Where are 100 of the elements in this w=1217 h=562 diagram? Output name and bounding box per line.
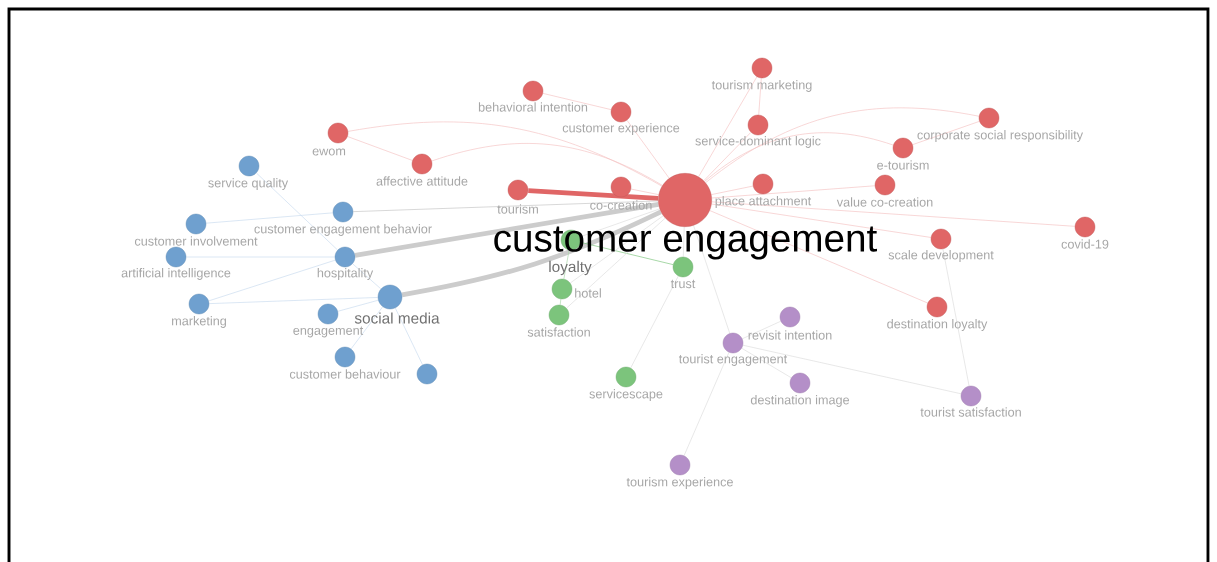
node-circle	[722, 332, 744, 354]
edge-line	[559, 298, 562, 306]
node-label: hospitality	[317, 268, 374, 280]
node-circle	[165, 246, 187, 268]
edge-line	[742, 320, 781, 340]
node-circle	[892, 137, 914, 159]
node-label: engagement	[293, 326, 364, 338]
edge-line	[542, 93, 612, 110]
node-label: ewom	[312, 148, 346, 156]
node-circle	[551, 278, 573, 300]
node-label: customer engagement behavior	[254, 224, 432, 236]
node-circle	[327, 122, 349, 144]
node-circle	[411, 153, 433, 175]
node-label: customer engagement	[494, 226, 877, 260]
node-label: artificial intelligence	[121, 268, 231, 280]
edge-line	[350, 306, 383, 350]
node-circle	[752, 173, 774, 195]
node-label: loyalty	[549, 260, 592, 276]
node-circle	[416, 363, 438, 385]
node-circle	[669, 454, 691, 476]
edge-line	[528, 188, 659, 201]
node-label: social media	[354, 312, 440, 324]
node-label: customer experience	[562, 123, 680, 135]
edge-line	[698, 76, 758, 178]
edge-line	[208, 297, 379, 304]
edge-line	[758, 77, 762, 116]
node-circle	[1074, 216, 1096, 238]
edge-line	[347, 136, 413, 161]
node-label: service quality	[208, 178, 289, 190]
node-label: customer behaviour	[289, 369, 401, 379]
node-circle	[334, 346, 356, 368]
node-label: marketing	[172, 316, 226, 328]
edge-line	[256, 172, 338, 251]
node-label: covid-19	[1061, 239, 1109, 249]
node-label: behavioral intention	[478, 102, 588, 112]
edge-line	[942, 248, 970, 387]
node-circle	[960, 385, 982, 407]
node-circle	[747, 114, 769, 136]
node-circle	[751, 57, 773, 79]
node-circle	[926, 296, 948, 318]
edge-line	[704, 132, 894, 182]
node-label: scale development	[888, 250, 994, 262]
edge-line	[401, 209, 662, 298]
node-circle	[978, 107, 1000, 129]
node-label: servicescape	[589, 389, 663, 401]
edge-line	[431, 143, 663, 186]
node-label: tourism	[497, 204, 538, 214]
node-circle	[507, 179, 529, 201]
node-label: tourist engagement	[679, 354, 788, 366]
node-label: trust	[670, 279, 696, 289]
node-label: place attachment	[715, 196, 812, 208]
edge-line	[580, 208, 660, 237]
node-circle	[332, 201, 354, 223]
edge-line	[337, 299, 379, 312]
edge-line	[630, 188, 659, 195]
node-label: tourism experience	[626, 477, 733, 489]
edge-line	[566, 217, 666, 309]
edge-line	[626, 119, 670, 179]
node-label: service-dominant logic	[695, 136, 821, 148]
node-label: corporate social responsibility	[917, 130, 1083, 142]
edge-line	[563, 249, 570, 280]
edge-line	[683, 352, 730, 456]
node-circle	[188, 293, 210, 315]
node-label: e-tourism	[877, 160, 929, 170]
edge-line	[705, 107, 980, 183]
node-label: affective attitude	[376, 176, 468, 186]
node-circle	[522, 80, 544, 102]
node-label: revisit intention	[748, 330, 832, 340]
edge-line	[693, 225, 731, 334]
node-circle	[789, 372, 811, 394]
node-label: value co-creation	[836, 197, 933, 207]
node-circle	[548, 304, 570, 326]
node-label: customer involvement	[134, 236, 258, 246]
edge-line	[354, 202, 659, 258]
edge-line	[395, 307, 423, 366]
edge-line	[742, 344, 962, 395]
edge-line	[912, 121, 980, 145]
node-circle	[610, 176, 632, 198]
edge-line	[703, 132, 752, 182]
edge-line	[630, 275, 679, 369]
node-circle	[658, 173, 712, 227]
node-label: tourist satisfaction	[920, 407, 1021, 417]
edge-line	[570, 215, 664, 284]
node-circle	[334, 246, 356, 268]
edge-line	[208, 259, 336, 302]
edge-line	[711, 185, 876, 199]
node-label: tourism marketing	[711, 80, 812, 92]
edge-line	[347, 121, 663, 187]
edge-line	[709, 210, 928, 304]
node-circle	[615, 366, 637, 388]
edge-line	[711, 203, 932, 238]
node-circle	[874, 174, 896, 196]
edge-line	[205, 212, 334, 224]
node-label: satisfaction	[527, 327, 590, 337]
node-circle	[238, 155, 260, 177]
edge-line	[741, 347, 792, 379]
node-label: destination loyalty	[887, 319, 988, 331]
node-label: hotel	[575, 288, 601, 298]
node-circle	[779, 306, 801, 328]
edge-line	[711, 185, 754, 195]
